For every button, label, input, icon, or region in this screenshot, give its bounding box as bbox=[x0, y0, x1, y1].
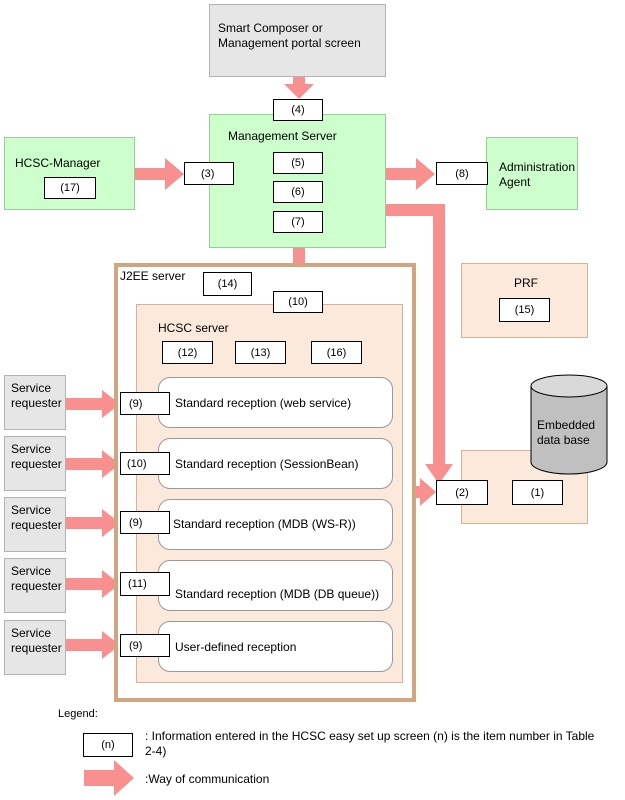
arrow-requester-3 bbox=[66, 509, 120, 537]
reception-num: (9) bbox=[120, 511, 170, 534]
arrow-composer-to-mgmt bbox=[284, 76, 314, 99]
item-15: (15) bbox=[499, 298, 550, 322]
reception-mdb-db-queue: Standard reception (MDB (DB queue)) bbox=[158, 560, 393, 611]
reception-num: (9) bbox=[120, 392, 170, 415]
item-10-j2ee: (10) bbox=[273, 291, 323, 313]
arrow-requester-1 bbox=[66, 390, 120, 418]
embedded-database-icon bbox=[530, 374, 608, 475]
reception-web-service: Standard reception (web service) bbox=[158, 377, 393, 428]
item-14: (14) bbox=[203, 272, 252, 296]
item-1: (1) bbox=[512, 480, 563, 505]
arrow-requester-4 bbox=[66, 570, 120, 598]
hcsc-manager-box: HCSC-Manager bbox=[4, 137, 135, 210]
smart-composer-label: Smart Composer or Management portal scre… bbox=[218, 21, 361, 50]
arrow-mgmt-to-database bbox=[386, 204, 453, 484]
legend-arrow-icon bbox=[84, 760, 134, 796]
smart-composer-box: Smart Composer or Management portal scre… bbox=[209, 4, 386, 77]
hcsc-server-box: HCSC server bbox=[136, 304, 403, 683]
arrow-mgmt-to-agent bbox=[386, 158, 435, 190]
reception-num: (10) bbox=[120, 452, 170, 475]
legend-item-description: : Information entered in the HCSC easy s… bbox=[145, 729, 595, 758]
legend-arrow-description: :Way of communication bbox=[145, 772, 270, 786]
hcsc-server-title: HCSC server bbox=[158, 321, 229, 335]
item-8: (8) bbox=[436, 162, 488, 185]
reception-label: Standard reception (SessionBean) bbox=[175, 457, 359, 471]
reception-num: (11) bbox=[120, 572, 170, 596]
prf-title: PRF bbox=[514, 276, 538, 290]
management-server-title: Management Server bbox=[228, 129, 337, 143]
service-requester: Service requester bbox=[4, 558, 66, 613]
hcsc-manager-title: HCSC-Manager bbox=[15, 156, 101, 170]
legend-sample-item: (n) bbox=[83, 733, 133, 757]
item-5: (5) bbox=[273, 152, 323, 174]
item-7: (7) bbox=[273, 211, 323, 233]
reception-label: Standard reception (MDB (WS-R)) bbox=[173, 517, 356, 531]
reception-label: User-defined reception bbox=[175, 640, 297, 654]
legend-title: Legend: bbox=[58, 708, 98, 720]
arrow-requester-5 bbox=[66, 631, 120, 659]
item-2: (2) bbox=[436, 480, 488, 505]
item-6: (6) bbox=[273, 181, 323, 203]
item-16: (16) bbox=[311, 341, 362, 364]
item-4: (4) bbox=[273, 99, 323, 121]
service-requester: Service requester bbox=[4, 497, 66, 552]
item-13: (13) bbox=[235, 341, 286, 364]
service-requester: Service requester bbox=[4, 436, 66, 491]
item-17: (17) bbox=[44, 177, 96, 199]
arrow-requester-2 bbox=[66, 450, 120, 478]
administration-agent-box: Administration Agent bbox=[486, 137, 578, 210]
reception-label: Standard reception (MDB (DB queue)) bbox=[175, 587, 380, 601]
item-3: (3) bbox=[184, 162, 234, 185]
j2ee-server-title: J2EE server bbox=[120, 269, 186, 283]
reception-user-defined: User-defined reception bbox=[158, 621, 393, 672]
item-12: (12) bbox=[162, 341, 213, 364]
embedded-database-label: Embedded data base bbox=[537, 418, 596, 447]
reception-mdb-wsr: Standard reception (MDB (WS-R)) bbox=[158, 499, 393, 550]
arrow-hcsc-to-database bbox=[404, 478, 436, 506]
reception-num: (9) bbox=[120, 634, 170, 657]
service-requester: Service requester bbox=[4, 375, 66, 430]
reception-label: Standard reception (web service) bbox=[175, 396, 352, 410]
reception-sessionbean: Standard reception (SessionBean) bbox=[158, 438, 393, 489]
arrow-manager-to-mgmt bbox=[135, 158, 184, 190]
administration-agent-title: Administration Agent bbox=[499, 160, 576, 189]
service-requester: Service requester bbox=[4, 620, 66, 675]
